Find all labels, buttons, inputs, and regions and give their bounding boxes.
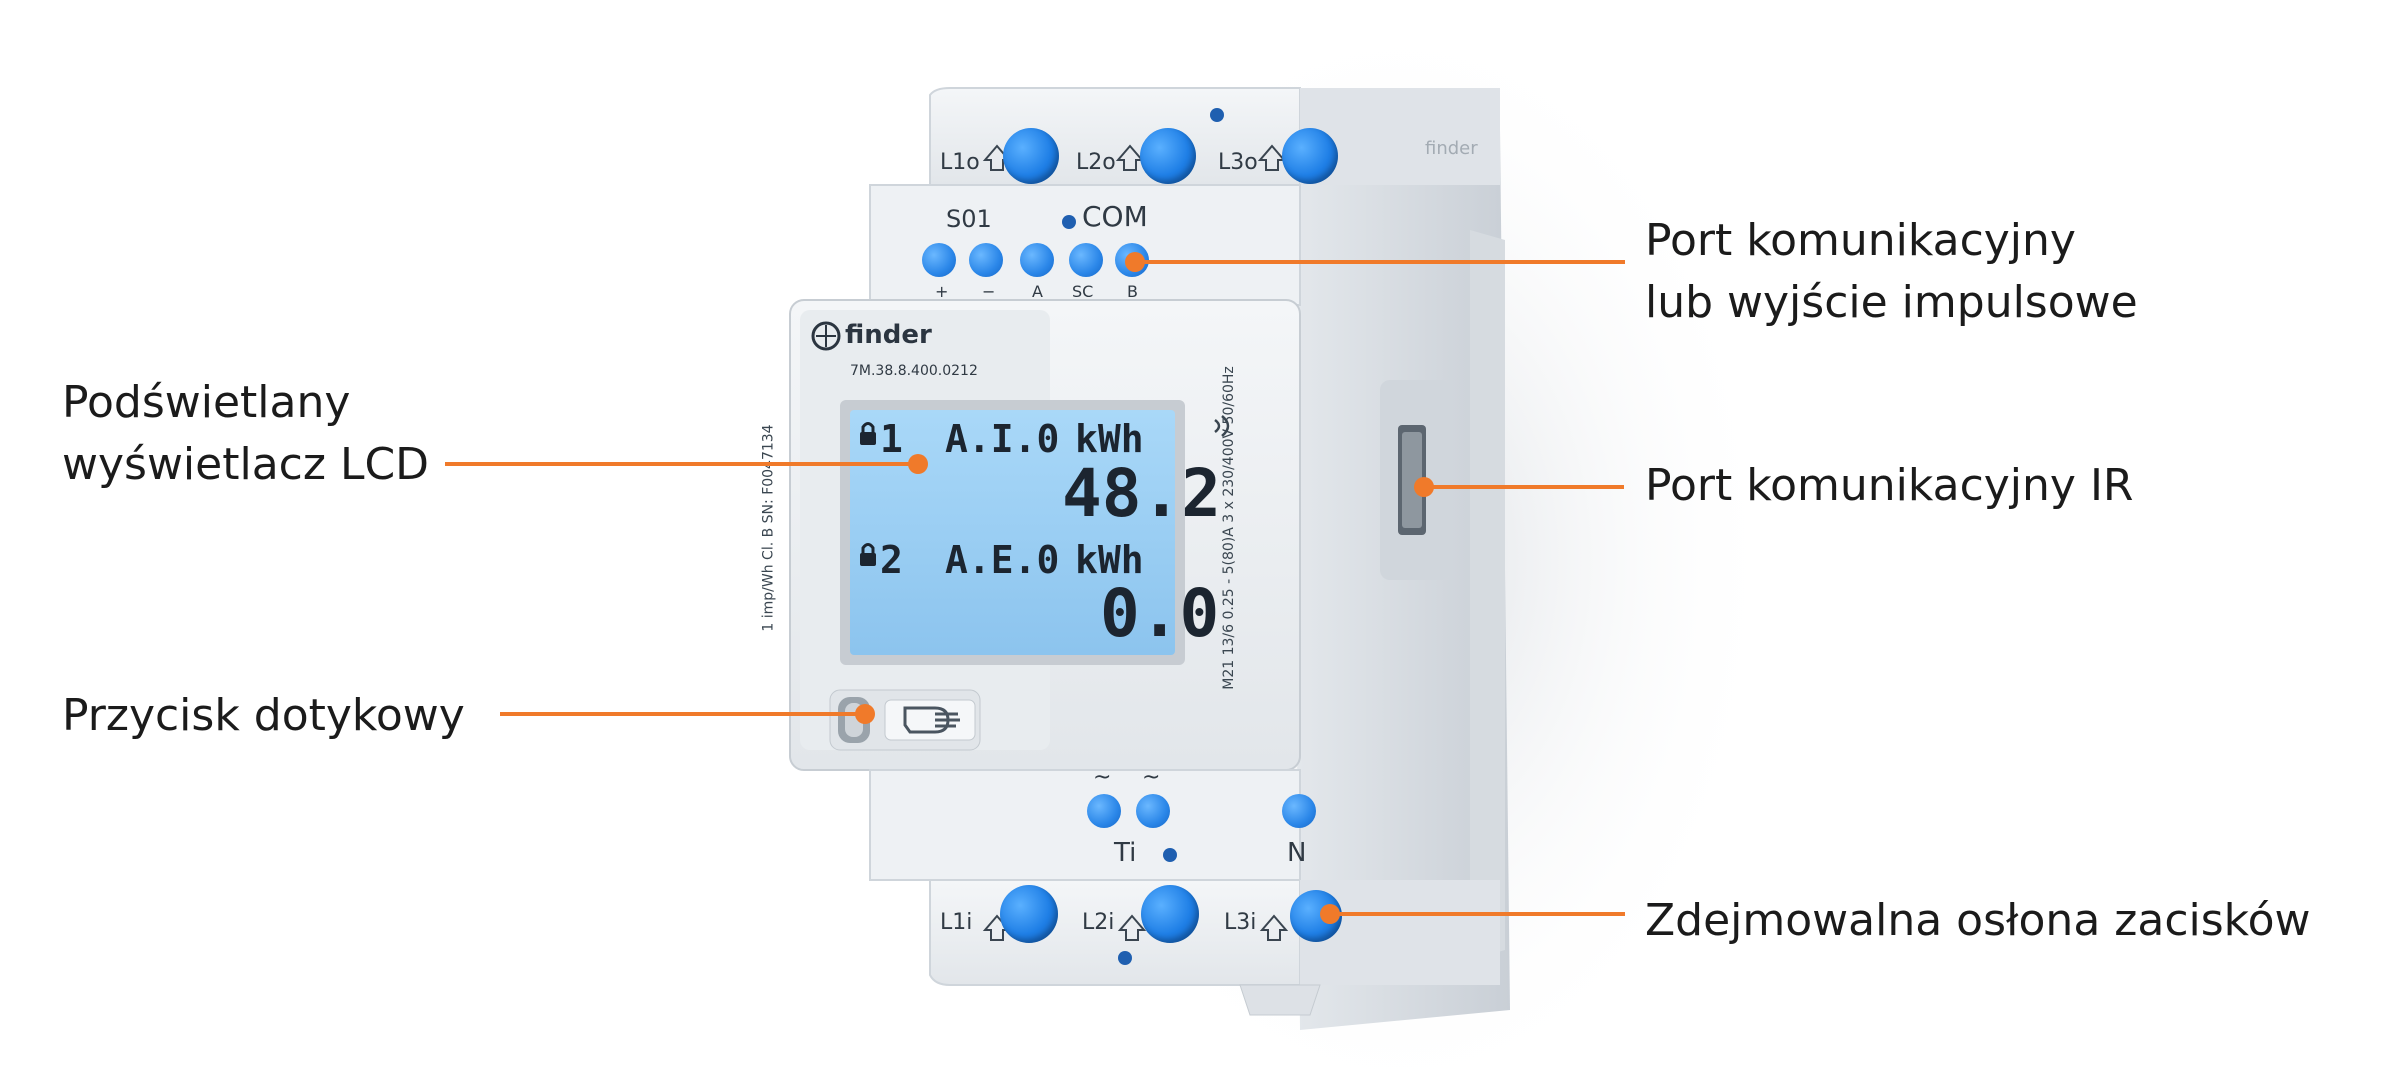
label-s0: S01	[946, 205, 992, 233]
callout-lcd: Podświetlany wyświetlacz LCD	[62, 372, 429, 496]
callout-comm-port-line2: lub wyjście impulsowe	[1645, 277, 2138, 328]
callout-lcd-line2: wyświetlacz LCD	[62, 439, 430, 490]
comm-pin-plus	[922, 243, 956, 277]
pin-label-sc: SC	[1072, 282, 1094, 301]
side-brand-text: finder	[1425, 138, 1478, 159]
callout-line-ir	[1424, 485, 1624, 489]
side-marking-right: M21 13/6 0.25 - 5(80)A 3 x 230/400V 50/6…	[1220, 366, 1237, 690]
callout-touch-button: Przycisk dotykowy	[62, 685, 465, 747]
label-tilde-2: ~	[1142, 765, 1161, 790]
pin-label-a: A	[1032, 282, 1043, 301]
callout-lcd-line1: Podświetlany	[62, 377, 351, 428]
callout-ir-port: Port komunikacyjny IR	[1645, 455, 2134, 517]
comm-pin-sc	[1069, 243, 1103, 277]
label-ti: Ti	[1114, 838, 1137, 868]
callout-comm-port: Port komunikacyjny lub wyjście impulsowe	[1645, 210, 2138, 334]
callout-comm-port-line1: Port komunikacyjny	[1645, 215, 2076, 266]
n-pin	[1282, 794, 1316, 828]
callout-line-touch	[500, 712, 865, 716]
callout-line-comm	[1135, 260, 1625, 264]
lcd-row1-index: 1	[880, 417, 903, 461]
callout-line-lcd	[445, 462, 920, 466]
lcd-row1-value: 48.2	[1062, 455, 1221, 532]
pin-label-b: B	[1127, 282, 1138, 301]
terminal-L1o	[1003, 128, 1059, 184]
ti-pin-2	[1136, 794, 1170, 828]
pin-label-minus: −	[982, 282, 996, 301]
comm-pin-a	[1020, 243, 1054, 277]
label-L2i: L2i	[1082, 910, 1115, 935]
label-L1o: L1o	[940, 150, 980, 175]
lcd-row1-unit: kWh	[1075, 417, 1144, 461]
callout-line-cover	[1330, 912, 1625, 916]
terminal-L1i	[1000, 885, 1058, 943]
lcd-row2-value: 0.0	[1100, 575, 1220, 652]
pin-label-plus: +	[935, 282, 949, 301]
terminal-L2i	[1141, 885, 1199, 943]
brand-logo-text: finder	[845, 320, 932, 350]
callout-ir-port-line1: Port komunikacyjny IR	[1645, 460, 2134, 511]
label-L3o: L3o	[1218, 150, 1258, 175]
label-tilde-1: ~	[1093, 765, 1112, 790]
label-L2o: L2o	[1076, 150, 1116, 175]
terminal-L2o	[1140, 128, 1196, 184]
callout-touch-button-line1: Przycisk dotykowy	[62, 690, 465, 741]
label-n: N	[1287, 838, 1307, 868]
callout-dot-touch	[855, 704, 875, 724]
comm-pin-minus	[969, 243, 1003, 277]
terminal-L3o	[1282, 128, 1338, 184]
callout-terminal-cover: Zdejmowalna osłona zacisków	[1645, 890, 2310, 952]
side-marking-left: 1 imp/Wh Cl. B SN: F0047134	[760, 424, 777, 632]
lcd-row2-code: A.E.0	[945, 538, 1060, 582]
label-com: COM	[1082, 200, 1148, 233]
callout-terminal-cover-line1: Zdejmowalna osłona zacisków	[1645, 895, 2311, 946]
model-code: 7M.38.8.400.0212	[850, 363, 978, 379]
lcd-row2-unit: kWh	[1075, 538, 1144, 582]
label-L1i: L1i	[940, 910, 973, 935]
label-L3i: L3i	[1224, 910, 1257, 935]
callout-dot-lcd	[908, 454, 928, 474]
lcd-row2-index: 2	[880, 538, 903, 582]
ti-pin-1	[1087, 794, 1121, 828]
lcd-row1-code: A.I.0	[945, 417, 1060, 461]
